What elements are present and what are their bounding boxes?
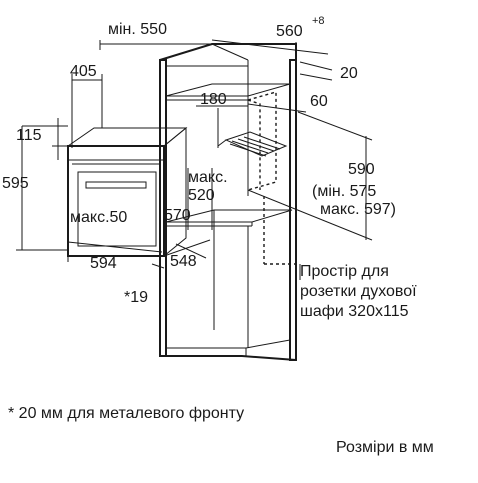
- label-180: 180: [200, 91, 227, 108]
- vent-hatch-icon: [224, 131, 288, 157]
- socket-label-line3: шафи 320x115: [300, 303, 409, 320]
- label-570: 570: [164, 207, 191, 224]
- oven-door: [77, 171, 157, 247]
- label-min575: (мін. 575: [312, 183, 376, 200]
- label-115: 115: [16, 127, 42, 144]
- oven-top: [66, 127, 188, 147]
- dimension-lines: [16, 39, 373, 300]
- label-560: 560: [276, 23, 303, 40]
- socket-label-line2: розетки духової: [300, 283, 417, 300]
- label-maks50: макс.50: [70, 209, 127, 226]
- label-star19: *19: [124, 289, 148, 306]
- label-maks597: макс. 597): [320, 201, 396, 218]
- cabinet: [159, 43, 297, 361]
- label-590: 590: [348, 161, 375, 178]
- footnote: * 20 мм для металевого фронту: [8, 405, 244, 422]
- oven-side: [163, 126, 187, 258]
- label-20: 20: [340, 65, 358, 82]
- oven-handle-icon: [85, 181, 147, 189]
- socket-space: [217, 91, 300, 265]
- label-595: 595: [2, 175, 29, 192]
- socket-label-line1: Простір для: [300, 263, 389, 280]
- label-405: 405: [70, 63, 97, 80]
- label-560-sup: +8: [312, 15, 325, 27]
- label-min550: мін. 550: [108, 21, 167, 38]
- oven: [66, 126, 211, 258]
- cabinet-upper-shelf: [165, 83, 291, 97]
- cabinet-support-shelf: [165, 209, 293, 223]
- cabinet-bottom: [160, 355, 297, 361]
- cabinet-top: [159, 43, 297, 61]
- units-note: Розміри в мм: [336, 439, 434, 456]
- label-maks520-line1: макс.: [188, 169, 228, 186]
- dimension-labels: мін. 550 560 +8 20 405 180 60 115 595 ма…: [2, 15, 417, 320]
- label-maks520-line2: 520: [188, 187, 215, 204]
- label-594: 594: [90, 255, 117, 272]
- label-548: 548: [170, 253, 197, 270]
- label-60: 60: [310, 93, 328, 110]
- oven-front: [67, 145, 165, 257]
